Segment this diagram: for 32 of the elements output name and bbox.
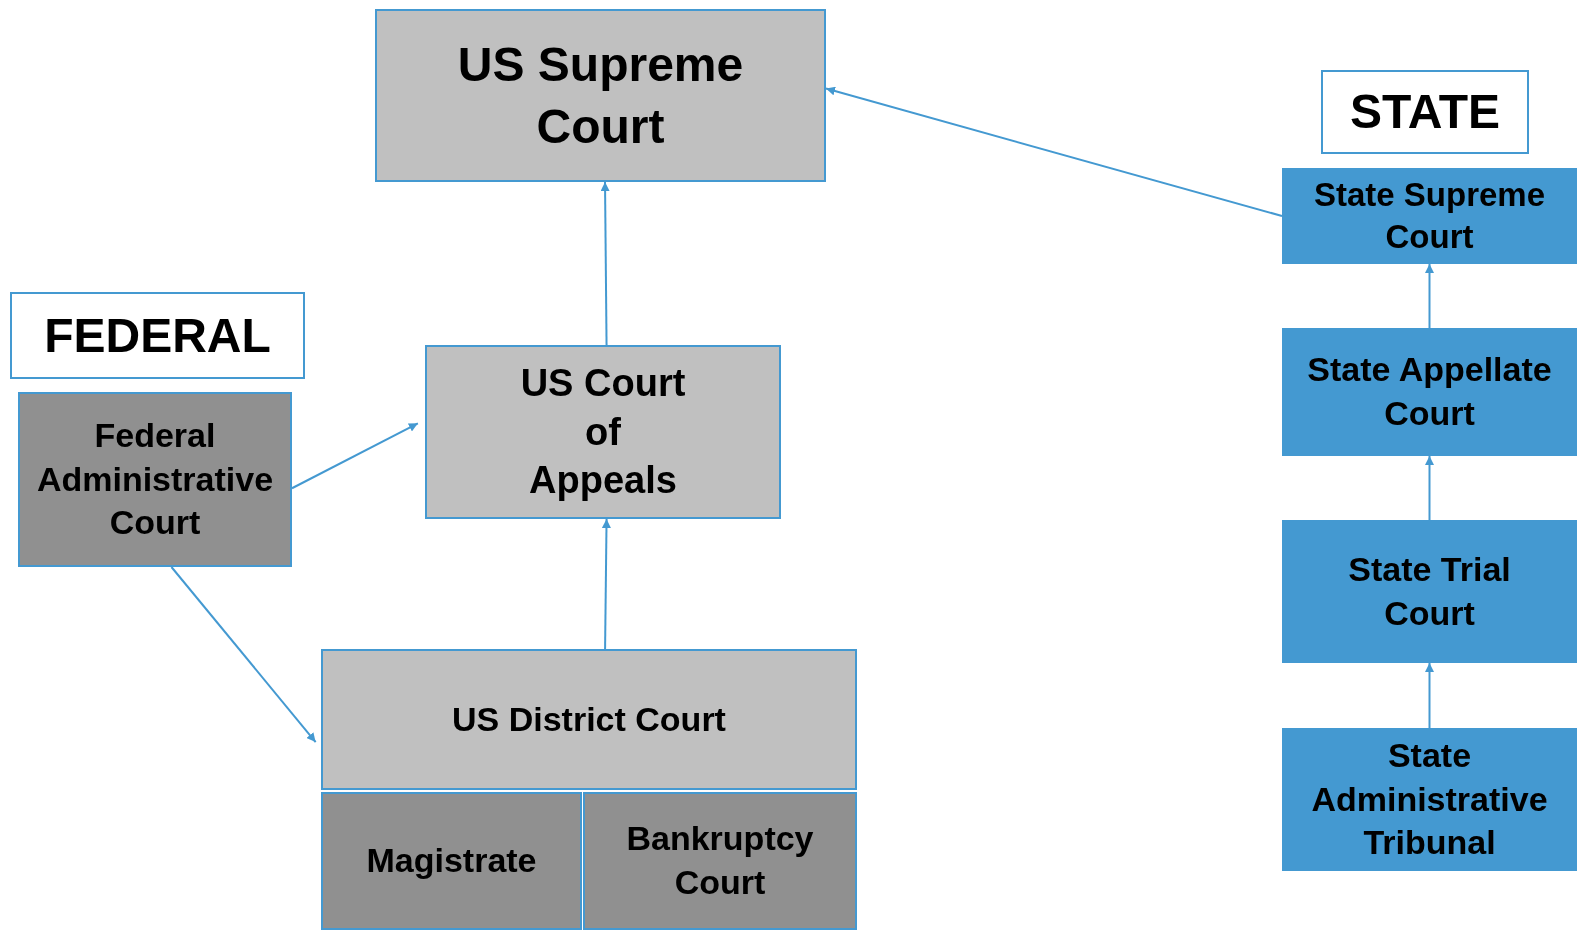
court-box: [321, 792, 582, 930]
court-box: [321, 649, 857, 790]
arrow: [825, 86, 1283, 217]
court-name: State Administrative Tribunal: [1310, 735, 1549, 864]
section-heading: FEDERAL: [44, 307, 271, 364]
heading-box: [1321, 70, 1529, 154]
court-name: Federal Administrative Court: [35, 415, 275, 544]
court-name: Magistrate: [366, 840, 537, 882]
court-box: [425, 345, 781, 519]
court-name: US District Court: [452, 698, 726, 740]
arrow: [291, 422, 419, 490]
arrow: [1425, 455, 1434, 521]
court-name: US Court of Appeals: [519, 361, 687, 504]
state-court-box: [1282, 728, 1577, 871]
court-name: State Supreme Court: [1312, 174, 1547, 257]
state-court-box: [1282, 168, 1577, 264]
court-name: State Appellate Court: [1306, 349, 1553, 434]
court-box: [583, 792, 857, 930]
arrow: [170, 566, 317, 744]
arrow: [600, 181, 610, 346]
court-box: [375, 9, 826, 182]
state-court-box: [1282, 520, 1577, 663]
court-box: [18, 392, 292, 567]
court-name: Bankruptcy Court: [625, 818, 815, 903]
state-court-box: [1282, 328, 1577, 456]
section-heading: STATE: [1349, 84, 1501, 141]
arrow: [1425, 662, 1434, 729]
court-name: US Supreme Court: [456, 37, 745, 155]
arrow: [601, 518, 611, 650]
arrow: [1425, 263, 1434, 329]
court-name: State Trial Court: [1347, 549, 1512, 634]
heading-box: [10, 292, 305, 379]
